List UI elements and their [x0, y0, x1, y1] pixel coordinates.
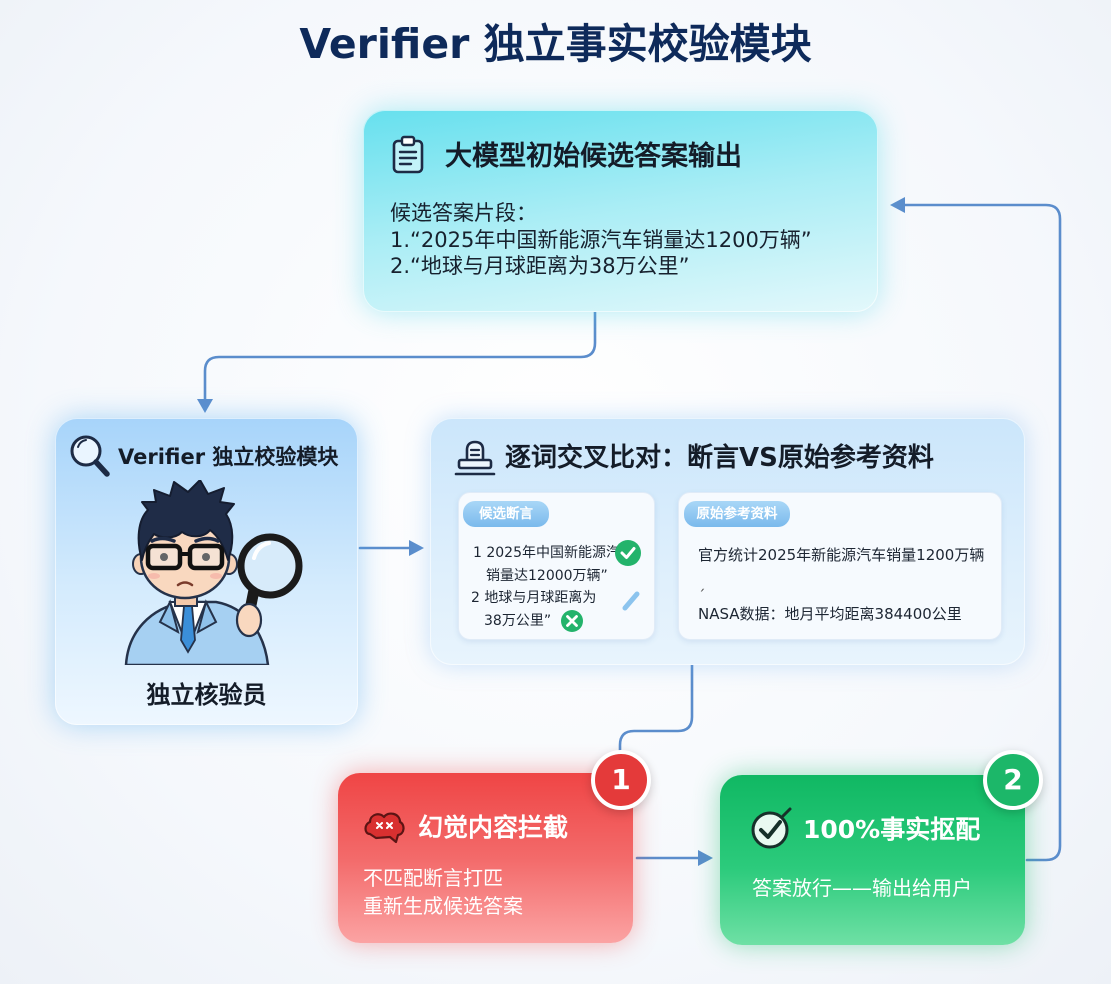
- candidate-snippet-item: 2.“地球与月球距离为38万公里”: [390, 254, 690, 278]
- cross-compare-box: 逐词交叉比对：断言VS原始参考资料 候选断言 1 2025年中国新能源汽 销量达…: [430, 418, 1025, 665]
- reference-mark: ˏ: [698, 574, 706, 592]
- compare-box-heading: 逐词交叉比对：断言VS原始参考资料: [505, 443, 934, 473]
- magnifier-icon: [67, 432, 111, 478]
- step-badge-2: 2: [983, 750, 1043, 810]
- hallucination-block-box: 幻觉内容拦截 不匹配断言打匹 重新生成候选答案: [338, 773, 633, 943]
- check-circle-icon: [614, 539, 642, 567]
- verifier-box-heading: Verifier 独立校验模块: [118, 445, 339, 469]
- assertion-line: 2 地球与月球距离为: [471, 590, 597, 606]
- slash-mark-icon: [621, 590, 641, 612]
- assertion-card: 候选断言 1 2025年中国新能源汽 销量达12000万辆” 2 地球与月球距离…: [458, 492, 655, 640]
- candidate-snippet-item: 1.“2025年中国新能源汽车销量达1200万辆”: [390, 227, 812, 252]
- reference-line: 官方统计2025年新能源汽车销量1200万辆: [698, 546, 985, 564]
- pass-line: 答案放行——输出给用户: [752, 876, 972, 900]
- arrow-verifier-to-compare: [358, 540, 424, 556]
- pass-box-heading: 100%事实抠配: [803, 815, 981, 844]
- document-stamp-icon: [453, 438, 497, 478]
- x-circle-icon: [560, 609, 584, 633]
- assertion-line: 1 2025年中国新能源汽: [473, 545, 620, 561]
- assertion-tag: 候选断言: [463, 501, 549, 527]
- pass-box-text: 答案放行——输出给用户: [752, 874, 972, 902]
- verifier-caption: 独立核验员: [146, 681, 267, 709]
- inspector-glasses: [145, 543, 225, 571]
- inspector-illustration: [124, 480, 303, 665]
- candidate-snippet-label: 候选答案片段：: [390, 201, 537, 225]
- step-badge-1: 1: [591, 750, 651, 810]
- reference-line: NASA数据：地月平均距离384400公里: [698, 605, 962, 623]
- inspector-face: [150, 536, 220, 587]
- reject-line: 不匹配断言打匹: [363, 866, 503, 890]
- reference-card: 原始参考资料 官方统计2025年新能源汽车销量1200万辆 ˏ NASA数据：地…: [678, 492, 1002, 640]
- reject-line: 重新生成候选答案: [363, 894, 523, 918]
- verifier-module-box: Verifier 独立校验模块: [55, 418, 358, 725]
- inspector-suit: [124, 599, 270, 665]
- arrow-reject-to-pass: [635, 850, 713, 866]
- arrow-compare-to-reject: [618, 663, 694, 754]
- assertion-line: 38万公里”: [484, 613, 552, 629]
- reject-box-text: 不匹配断言打匹 重新生成候选答案: [363, 864, 523, 920]
- inspector-hand: [235, 602, 263, 638]
- reference-tag: 原始参考资料: [684, 501, 790, 527]
- clipboard-icon: [390, 135, 428, 175]
- fact-match-box: 100%事实抠配 答案放行——输出给用户: [720, 775, 1025, 945]
- hallucination-icon: [362, 808, 406, 848]
- assertion-line: 销量达12000万辆”: [486, 568, 608, 584]
- candidate-snippets: 候选答案片段： 1.“2025年中国新能源汽车销量达1200万辆” 2.“地球与…: [390, 200, 812, 280]
- candidate-box-heading: 大模型初始候选答案输出: [445, 141, 742, 172]
- inspector-hair: [137, 480, 235, 561]
- candidate-answer-box: 大模型初始候选答案输出 候选答案片段： 1.“2025年中国新能源汽车销量达12…: [363, 110, 878, 312]
- arrow-pass-to-candidate: [890, 197, 1062, 862]
- check-badge-icon: [750, 806, 794, 850]
- arrow-candidate-to-verifier: [197, 310, 597, 413]
- page-title: Verifier 独立事实校验模块: [299, 20, 812, 68]
- reject-box-heading: 幻觉内容拦截: [418, 813, 569, 842]
